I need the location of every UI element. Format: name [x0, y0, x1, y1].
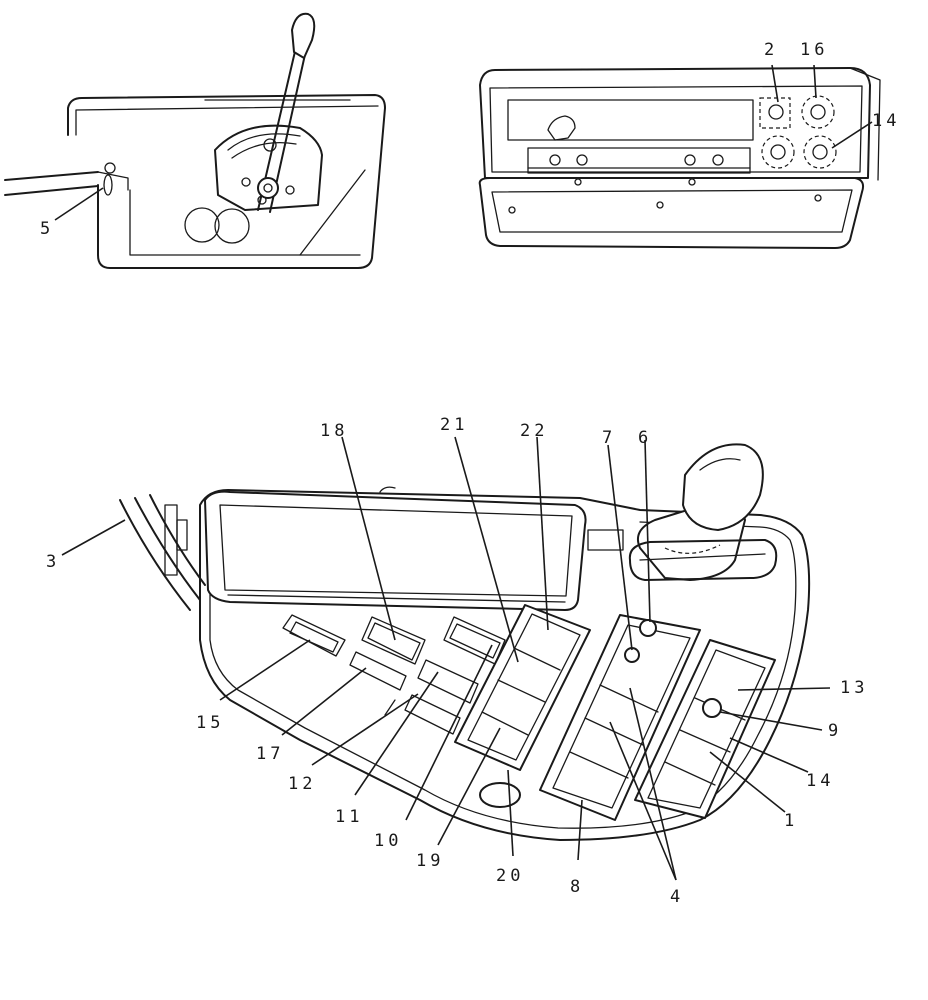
- top-view-switch-box: [478, 64, 881, 249]
- switch-column-right: [539, 614, 701, 821]
- main-console-view: [61, 436, 831, 881]
- side-view-throttle-console: [4, 12, 386, 269]
- callout-18: 18: [320, 421, 348, 441]
- callout-4: 4: [670, 887, 684, 907]
- callout-16: 16: [800, 40, 828, 60]
- callout-labels: 5 2 16 14 18 21 22 7 6 3 15 17 12 11 10 …: [40, 40, 900, 907]
- callout-6: 6: [638, 428, 652, 448]
- callout-8: 8: [570, 877, 584, 897]
- callout-9: 9: [828, 721, 842, 741]
- callout-20: 20: [496, 866, 524, 886]
- switch-column-center: [454, 604, 591, 771]
- callout-17: 17: [256, 744, 284, 764]
- callout-14-bottom: 14: [806, 771, 834, 791]
- callout-13: 13: [840, 678, 868, 698]
- callout-22: 22: [520, 421, 548, 441]
- callout-14-top: 14: [872, 111, 900, 131]
- callout-15: 15: [196, 713, 224, 733]
- switch-column-far-right: [634, 639, 776, 819]
- callout-5: 5: [40, 219, 54, 239]
- callout-1: 1: [784, 811, 798, 831]
- callout-3: 3: [46, 552, 60, 572]
- callout-2: 2: [764, 40, 778, 60]
- callout-11: 11: [335, 807, 363, 827]
- callout-12: 12: [288, 774, 316, 794]
- callout-10: 10: [374, 831, 402, 851]
- callout-21: 21: [440, 415, 468, 435]
- callout-7: 7: [602, 428, 616, 448]
- callout-19: 19: [416, 851, 444, 871]
